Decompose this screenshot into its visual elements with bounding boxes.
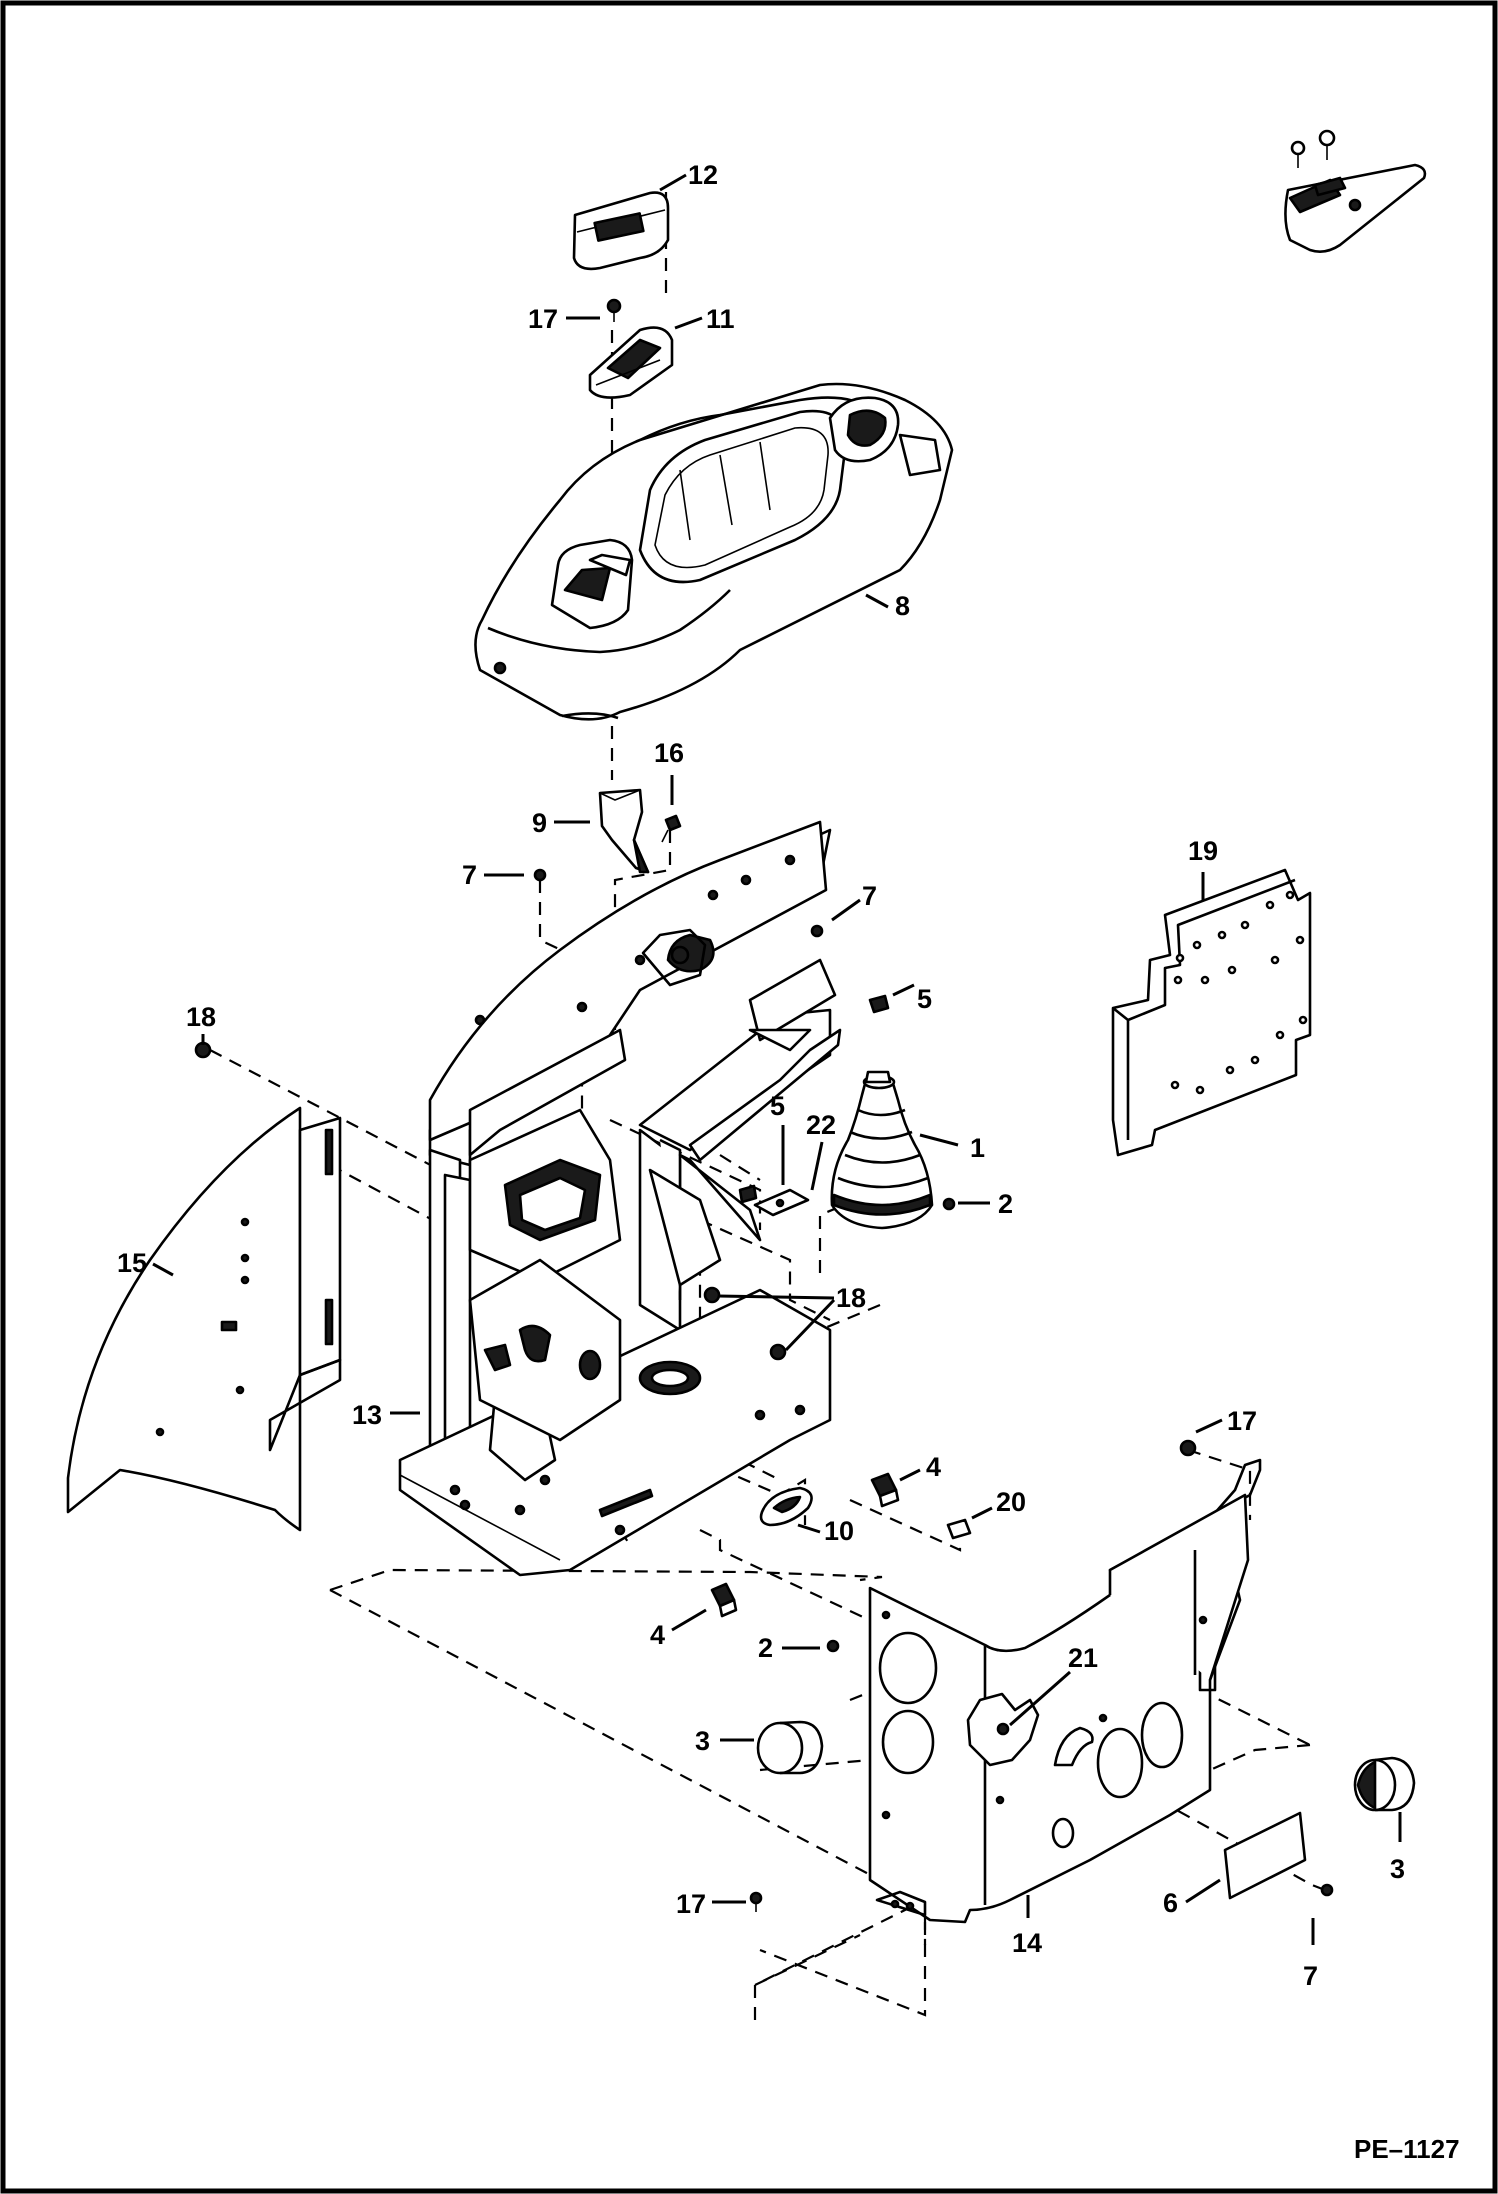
callout-3: 3 — [695, 1726, 754, 1756]
part-15-side-panel — [66, 1106, 342, 1532]
svg-text:13: 13 — [352, 1400, 382, 1430]
callout-7: 7 — [462, 860, 524, 890]
svg-text:10: 10 — [824, 1516, 854, 1546]
callout-19: 19 — [1188, 836, 1218, 900]
svg-text:7: 7 — [462, 860, 477, 890]
svg-text:7: 7 — [862, 881, 877, 911]
callout-16: 16 — [654, 738, 684, 805]
callout-3: 3 — [1390, 1812, 1405, 1884]
svg-text:15: 15 — [117, 1248, 147, 1278]
callout-8: 8 — [865, 591, 910, 621]
part-7-screw-c — [1320, 1883, 1334, 1897]
callout-6: 6 — [1163, 1878, 1221, 1918]
svg-text:18: 18 — [836, 1283, 866, 1313]
callout-22: 22 — [806, 1110, 836, 1191]
callout-5: 5 — [892, 983, 932, 1014]
callout-15: 15 — [117, 1248, 174, 1278]
callout-7: 7 — [1303, 1918, 1318, 1991]
svg-text:17: 17 — [1227, 1406, 1257, 1436]
callout-2: 2 — [758, 1633, 820, 1663]
part-17-screw-top — [606, 298, 622, 322]
part-9-bracket — [598, 788, 650, 874]
callouts: 12 17 11 8 16 9 7 — [117, 160, 1405, 1991]
part-17-nut-panel — [1179, 1439, 1197, 1457]
callout-21: 21 — [1009, 1643, 1098, 1727]
svg-text:14: 14 — [1012, 1928, 1042, 1958]
callout-5: 5 — [770, 1091, 785, 1185]
callout-13: 13 — [352, 1400, 420, 1430]
svg-text:12: 12 — [688, 160, 718, 190]
part-1-boot — [830, 1070, 934, 1230]
svg-text:19: 19 — [1188, 836, 1218, 866]
svg-text:8: 8 — [895, 591, 910, 621]
callout-14: 14 — [1012, 1895, 1042, 1958]
part-18-nut-c — [769, 1343, 787, 1361]
callout-12: 12 — [659, 160, 718, 192]
part-13-main-frame — [398, 820, 842, 1577]
part-18-nut-a — [194, 1041, 212, 1059]
part-18-nut-b — [703, 1286, 721, 1304]
part-12-cover — [572, 191, 670, 271]
part-3-plug-right — [1353, 1756, 1416, 1812]
callout-18: 18 — [186, 1002, 216, 1045]
part-2-screw-boot — [942, 1197, 956, 1211]
svg-text:16: 16 — [654, 738, 684, 768]
callout-2: 2 — [958, 1189, 1013, 1219]
part-16-screw — [661, 814, 682, 843]
part-5-clip-b — [738, 1184, 758, 1204]
svg-text:1: 1 — [970, 1133, 985, 1163]
part-10-grommet — [759, 1486, 813, 1527]
callout-1: 1 — [919, 1133, 985, 1163]
svg-text:5: 5 — [770, 1091, 785, 1121]
part-17-screw-bottom — [749, 1891, 763, 1912]
svg-text:11: 11 — [706, 304, 735, 334]
svg-text:21: 21 — [1068, 1643, 1098, 1673]
part-7-screw-b — [810, 924, 824, 938]
callout-20: 20 — [971, 1487, 1026, 1520]
callout-10: 10 — [797, 1516, 854, 1546]
svg-text:5: 5 — [917, 984, 932, 1014]
svg-text:17: 17 — [676, 1889, 706, 1919]
svg-text:6: 6 — [1163, 1888, 1178, 1918]
svg-text:18: 18 — [186, 1002, 216, 1032]
part-8-console-shroud — [474, 382, 954, 721]
svg-text:17: 17 — [528, 304, 558, 334]
part-3-plug-left — [756, 1720, 824, 1775]
part-2-screw-panel — [826, 1639, 840, 1653]
part-4-clip-a — [870, 1472, 900, 1508]
part-7-screw-a — [533, 868, 547, 882]
callout-17: 17 — [528, 304, 600, 334]
part-6-plate — [1223, 1811, 1307, 1900]
part-14-front-panel — [868, 1458, 1262, 1924]
svg-text:20: 20 — [996, 1487, 1026, 1517]
callout-9: 9 — [532, 808, 590, 838]
part-20-label — [946, 1518, 972, 1540]
callout-4: 4 — [899, 1452, 941, 1482]
part-19-pad — [1111, 868, 1312, 1157]
part-22-plate — [753, 1188, 810, 1217]
part-11-switch — [588, 326, 674, 399]
callout-11: 11 — [674, 304, 735, 334]
svg-text:9: 9 — [532, 808, 547, 838]
callout-4: 4 — [650, 1608, 707, 1650]
part-5-clip-a — [868, 994, 890, 1014]
callout-17: 17 — [1195, 1406, 1257, 1436]
callout-7: 7 — [831, 881, 877, 922]
drawing-id: PE–1127 — [1354, 2134, 1460, 2164]
inset-detail-latch — [1284, 129, 1427, 253]
svg-text:3: 3 — [695, 1726, 710, 1756]
svg-text:7: 7 — [1303, 1961, 1318, 1991]
svg-text:22: 22 — [806, 1110, 836, 1140]
callout-18: 18 — [717, 1283, 866, 1352]
svg-text:3: 3 — [1390, 1854, 1405, 1884]
svg-text:4: 4 — [926, 1452, 941, 1482]
callout-17: 17 — [676, 1889, 746, 1919]
part-4-clip-b — [710, 1582, 738, 1618]
svg-text:2: 2 — [758, 1633, 773, 1663]
svg-text:4: 4 — [650, 1620, 665, 1650]
svg-text:2: 2 — [998, 1189, 1013, 1219]
